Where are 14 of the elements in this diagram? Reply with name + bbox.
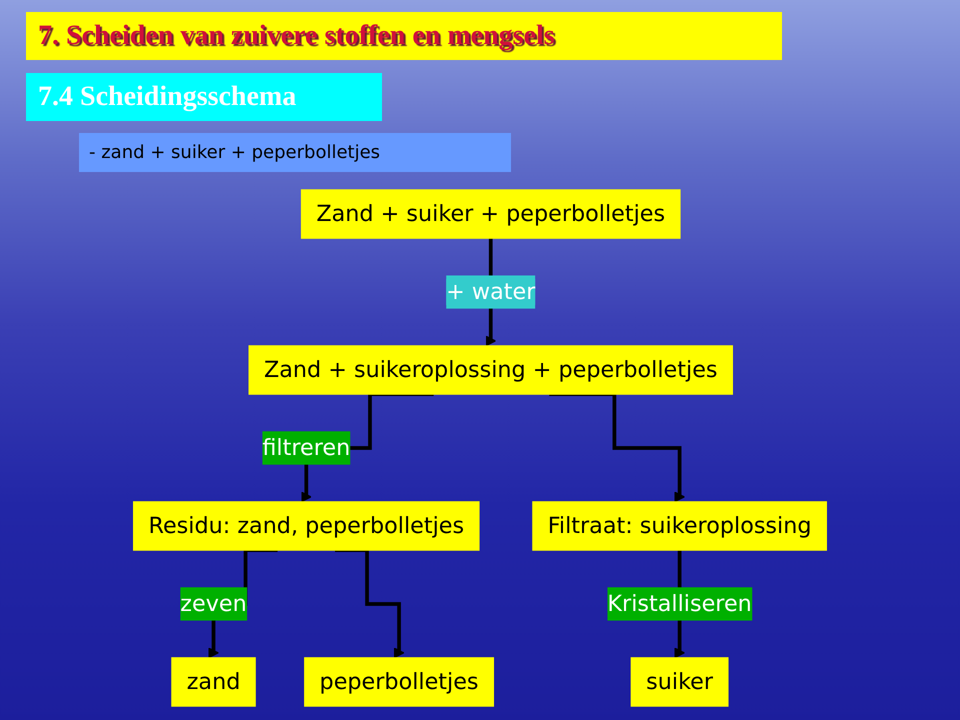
process-box: suiker [630,657,729,707]
process-box: Filtraat: suikeroplossing [532,501,827,551]
process-box: Zand + suikeroplossing + peperbolletjes [248,345,733,395]
step-label: filtreren [262,431,350,465]
process-box: peperbolletjes [304,657,494,707]
process-box: Zand + suiker + peperbolletjes [300,189,681,239]
title-banner: 7. Scheiden van zuivere stoffen en mengsels [26,12,782,60]
topic-banner: - zand + suiker + peperbolletjes [79,133,511,172]
process-box: Residu: zand, peperbolletjes [133,501,480,551]
step-label: Kristalliseren [607,587,752,621]
step-label: zeven [180,587,247,621]
section-heading: 7.4 Scheidingsschema [26,73,382,121]
process-box: zand [171,657,256,707]
step-label: + water [446,275,536,309]
